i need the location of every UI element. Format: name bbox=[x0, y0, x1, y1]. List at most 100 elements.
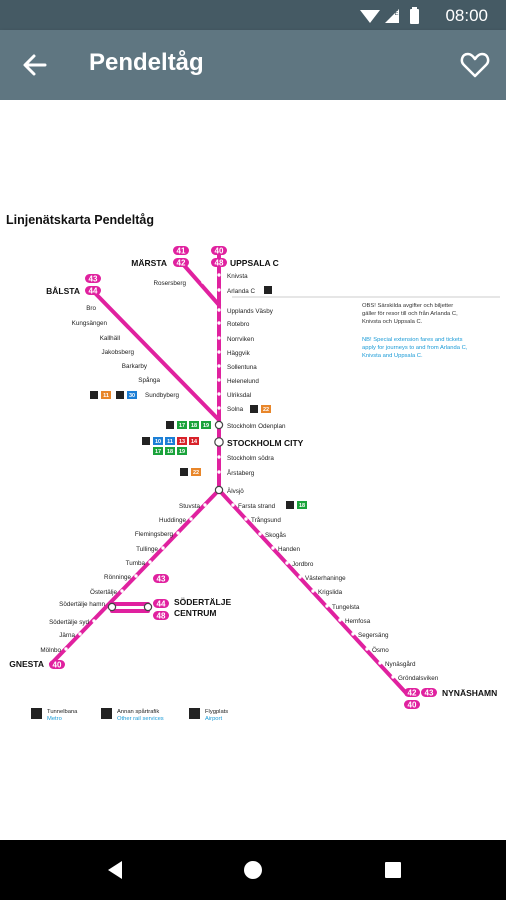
nav-recents-icon[interactable] bbox=[378, 855, 408, 885]
station-sundbyberg: Sundbyberg bbox=[145, 392, 179, 399]
page-title: Pendeltåg bbox=[89, 49, 204, 76]
transfer-badges: 11 30 22 17 18 19 10 11 13 14 17 18 19 bbox=[90, 391, 307, 509]
note-en-1: NB! Special extension fares and tickets bbox=[362, 337, 463, 343]
line-balsta-branch bbox=[91, 289, 221, 422]
badge-42-nynashamn: 42 bbox=[408, 689, 417, 698]
note-sv-3: Knivsta och Uppsala C. bbox=[362, 319, 423, 325]
fare-notes: OBS! Särskilda avgifter och biljetter gä… bbox=[362, 303, 468, 359]
station-haggvik: Häggvik bbox=[227, 350, 251, 357]
station-labels: Knivsta Arlanda C Rosersberg Upplands Vä… bbox=[40, 273, 438, 682]
sodertalje-c-interchange bbox=[143, 602, 153, 612]
station-jakobsberg: Jakobsberg bbox=[101, 349, 134, 356]
station-segersang: Segersäng bbox=[358, 632, 389, 639]
badge-40-nynashamn: 40 bbox=[408, 701, 417, 710]
legend-metro-sv: Tunnelbana bbox=[47, 709, 78, 715]
transfer-odenplan-2: 18 bbox=[191, 423, 197, 429]
station-barkarby: Barkarby bbox=[122, 363, 148, 370]
station-tungelsta: Tungelsta bbox=[332, 604, 360, 611]
battery-icon bbox=[410, 9, 419, 24]
station-skogas: Skogås bbox=[265, 531, 286, 539]
metro-icon-odenplan bbox=[166, 421, 174, 429]
station-tullinge: Tullinge bbox=[136, 546, 158, 553]
station-spanga: Spånga bbox=[138, 376, 160, 384]
station-ostertalje: Östertälje bbox=[90, 588, 117, 596]
note-en-3: Knivsta and Uppsala C. bbox=[362, 353, 423, 359]
interchange-stations bbox=[107, 420, 224, 612]
station-rotebro: Rotebro bbox=[227, 321, 250, 328]
station-city: STOCKHOLM CITY bbox=[227, 438, 304, 448]
airport-icon bbox=[264, 286, 272, 294]
transfer-farsta: 18 bbox=[299, 503, 305, 509]
terminal-labels: MÄRSTA UPPSALA C BÅLSTA STOCKHOLM CITY G… bbox=[9, 258, 497, 698]
station-kallhall: Kallhäll bbox=[100, 335, 120, 342]
station-gnesta: GNESTA bbox=[9, 659, 44, 669]
station-sodertalje-c-1: SÖDERTÄLJE bbox=[174, 597, 231, 607]
badge-44-sodertalje: 44 bbox=[157, 600, 166, 609]
station-solna: Solna bbox=[227, 406, 244, 413]
station-rosersberg: Rosersberg bbox=[153, 280, 186, 287]
back-arrow-icon[interactable] bbox=[20, 50, 50, 80]
transfer-odenplan-1: 17 bbox=[179, 423, 185, 429]
commuter-rail-map[interactable]: Linjenätskarta Pendeltåg bbox=[0, 100, 506, 840]
station-arlanda: Arlanda C bbox=[227, 288, 255, 295]
transfer-city-1: 10 bbox=[155, 439, 161, 445]
map-container[interactable]: Linjenätskarta Pendeltåg bbox=[0, 100, 506, 840]
station-vasterhaninge: Västerhaninge bbox=[305, 575, 346, 582]
wifi-icon bbox=[360, 10, 380, 23]
badge-40-gnesta: 40 bbox=[53, 661, 62, 670]
station-uppsala: UPPSALA C bbox=[230, 258, 279, 268]
rail-icon-arstaberg bbox=[180, 468, 188, 476]
transfer-city-2: 11 bbox=[167, 439, 173, 445]
legend-airport-icon bbox=[189, 708, 200, 719]
note-sv-2: gäller för resor till och från Arlanda C… bbox=[362, 310, 458, 317]
cell-signal-icon bbox=[385, 9, 399, 23]
station-huddinge: Huddinge bbox=[159, 517, 186, 524]
transfer-odenplan-3: 19 bbox=[203, 423, 209, 429]
station-hemfosa: Hemfosa bbox=[345, 618, 371, 625]
metro-icon-farsta bbox=[286, 501, 294, 509]
station-upplands-vasby: Upplands Väsby bbox=[227, 308, 274, 315]
station-sodertalje-c-2: CENTRUM bbox=[174, 608, 217, 618]
legend-rail-sv: Annan spårtrafik bbox=[117, 708, 159, 715]
station-jarna: Järna bbox=[59, 632, 75, 639]
signal-battery-icons: LTE bbox=[360, 7, 419, 24]
station-helenelund: Helenelund bbox=[227, 378, 259, 385]
alvsjo-interchange bbox=[214, 485, 224, 495]
metro-icon bbox=[90, 391, 98, 399]
map-legend: Tunnelbana Metro Annan spårtrafik Other … bbox=[31, 708, 228, 722]
badge-43: 43 bbox=[89, 275, 98, 284]
line-marsta-branch bbox=[180, 261, 221, 307]
station-knivsta: Knivsta bbox=[227, 273, 248, 280]
sodertalje-hamn-interchange bbox=[107, 602, 117, 612]
station-farsta-strand: Farsta strand bbox=[238, 503, 276, 510]
station-handen: Handen bbox=[278, 546, 301, 553]
legend-metro-en: Metro bbox=[47, 716, 62, 722]
nav-back-icon[interactable] bbox=[100, 855, 130, 885]
nav-home-icon[interactable] bbox=[238, 855, 268, 885]
legend-airport-sv: Flygplats bbox=[205, 709, 228, 715]
transfer-sundbyberg-2: 30 bbox=[129, 393, 135, 399]
station-bro: Bro bbox=[86, 305, 96, 312]
station-ronninge: Rönninge bbox=[104, 574, 131, 581]
station-nynasgard: Nynäsgård bbox=[385, 660, 416, 668]
metro-icon-city bbox=[142, 437, 150, 445]
station-krigslida: Krigslida bbox=[318, 589, 343, 596]
station-tumba: Tumba bbox=[126, 560, 146, 567]
app-bar: Pendeltåg bbox=[0, 30, 506, 100]
city-interchange bbox=[214, 437, 224, 447]
favorite-heart-icon[interactable] bbox=[460, 50, 490, 80]
legend-airport-en: Airport bbox=[205, 716, 222, 722]
station-sollentuna: Sollentuna bbox=[227, 364, 257, 371]
station-balsta: BÅLSTA bbox=[46, 286, 80, 296]
badge-42: 42 bbox=[177, 259, 186, 268]
rail-icon bbox=[116, 391, 124, 399]
transfer-city-6: 18 bbox=[167, 449, 173, 455]
legend-rail-icon bbox=[101, 708, 112, 719]
system-nav-bar bbox=[0, 840, 506, 900]
station-kungsangen: Kungsängen bbox=[72, 320, 108, 327]
station-ulriksdal: Ulriksdal bbox=[227, 392, 251, 399]
badge-40: 40 bbox=[215, 247, 224, 256]
transfer-city-7: 19 bbox=[179, 449, 185, 455]
badge-41: 41 bbox=[177, 247, 186, 256]
badge-43-nynashamn: 43 bbox=[425, 689, 434, 698]
